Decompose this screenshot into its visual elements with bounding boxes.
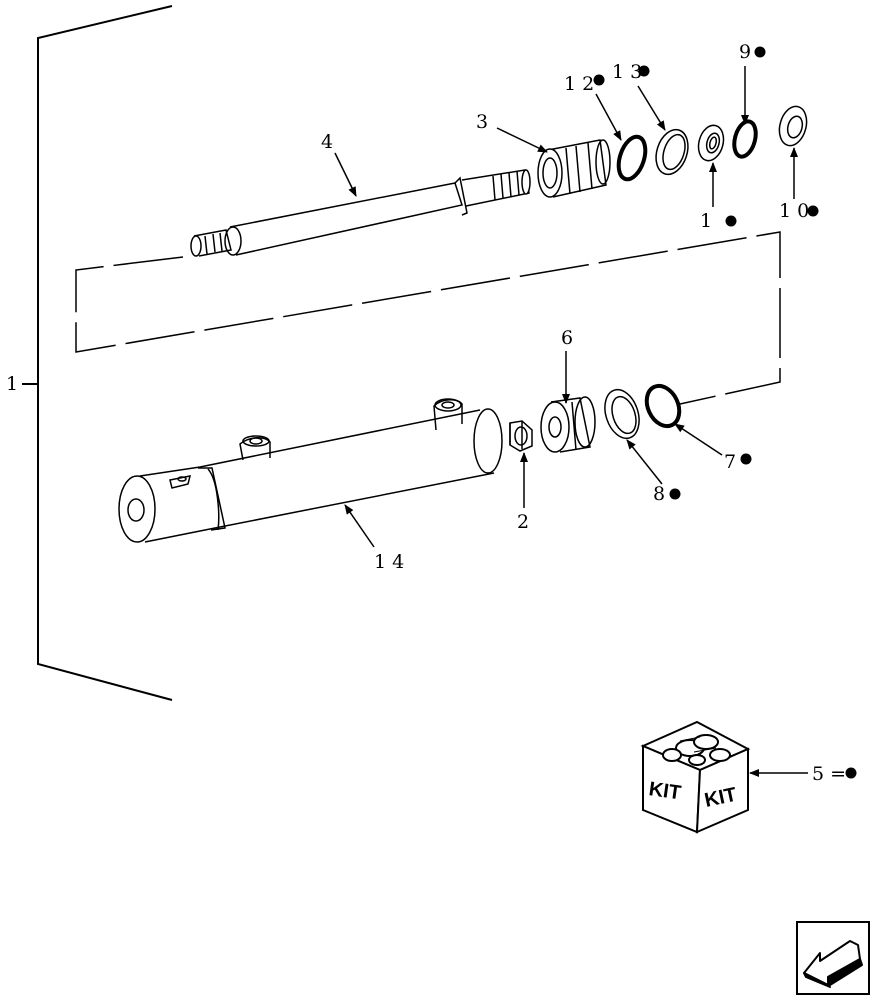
back-navigation-button[interactable] xyxy=(796,921,870,995)
callout-10: 1 0 xyxy=(779,200,809,222)
kit-marker-dot xyxy=(754,46,766,58)
callout-2: 2 xyxy=(517,511,529,533)
kit-box xyxy=(640,720,751,834)
assembly-bracket xyxy=(22,5,173,701)
callout-3: 3 xyxy=(476,111,488,133)
cylinder-barrel xyxy=(118,398,503,543)
piston xyxy=(537,139,611,198)
back-arrow-icon xyxy=(803,940,863,988)
callout-8: 8 xyxy=(653,483,665,505)
kit-markers xyxy=(593,46,857,779)
kit-marker-dot xyxy=(807,205,819,217)
gland-6 xyxy=(540,396,596,453)
seal-11 xyxy=(697,124,725,162)
callout-4: 4 xyxy=(321,131,333,153)
assembly-path-line xyxy=(75,231,781,405)
callout-7: 7 xyxy=(724,451,736,473)
o-ring-9 xyxy=(732,119,758,159)
callout-14: 1 4 xyxy=(374,551,404,573)
callout-1: 1 xyxy=(6,373,18,395)
kit-marker-dot xyxy=(638,65,650,77)
o-ring-7 xyxy=(644,383,682,429)
callout-11: 1 xyxy=(700,210,712,232)
backup-ring-13 xyxy=(655,128,689,176)
kit-marker-dot xyxy=(593,74,605,86)
kit-label-left: KIT xyxy=(647,778,682,804)
kit-marker-dot xyxy=(740,453,752,465)
piston-rod xyxy=(190,169,531,257)
kit-marker-dot xyxy=(845,767,857,779)
backup-ring-8 xyxy=(604,388,640,440)
wiper-10 xyxy=(778,105,808,147)
kit-marker-dot xyxy=(669,488,681,500)
callout-13: 1 3 xyxy=(612,61,642,83)
kit-marker-dot xyxy=(725,215,737,227)
leader-lines xyxy=(334,66,808,777)
callout-6: 6 xyxy=(561,327,573,349)
nut-2 xyxy=(509,420,533,452)
callout-5: 5 = xyxy=(812,763,846,785)
o-ring-12 xyxy=(616,134,648,182)
callout-9: 9 xyxy=(739,41,751,63)
callout-12: 1 2 xyxy=(564,73,594,95)
